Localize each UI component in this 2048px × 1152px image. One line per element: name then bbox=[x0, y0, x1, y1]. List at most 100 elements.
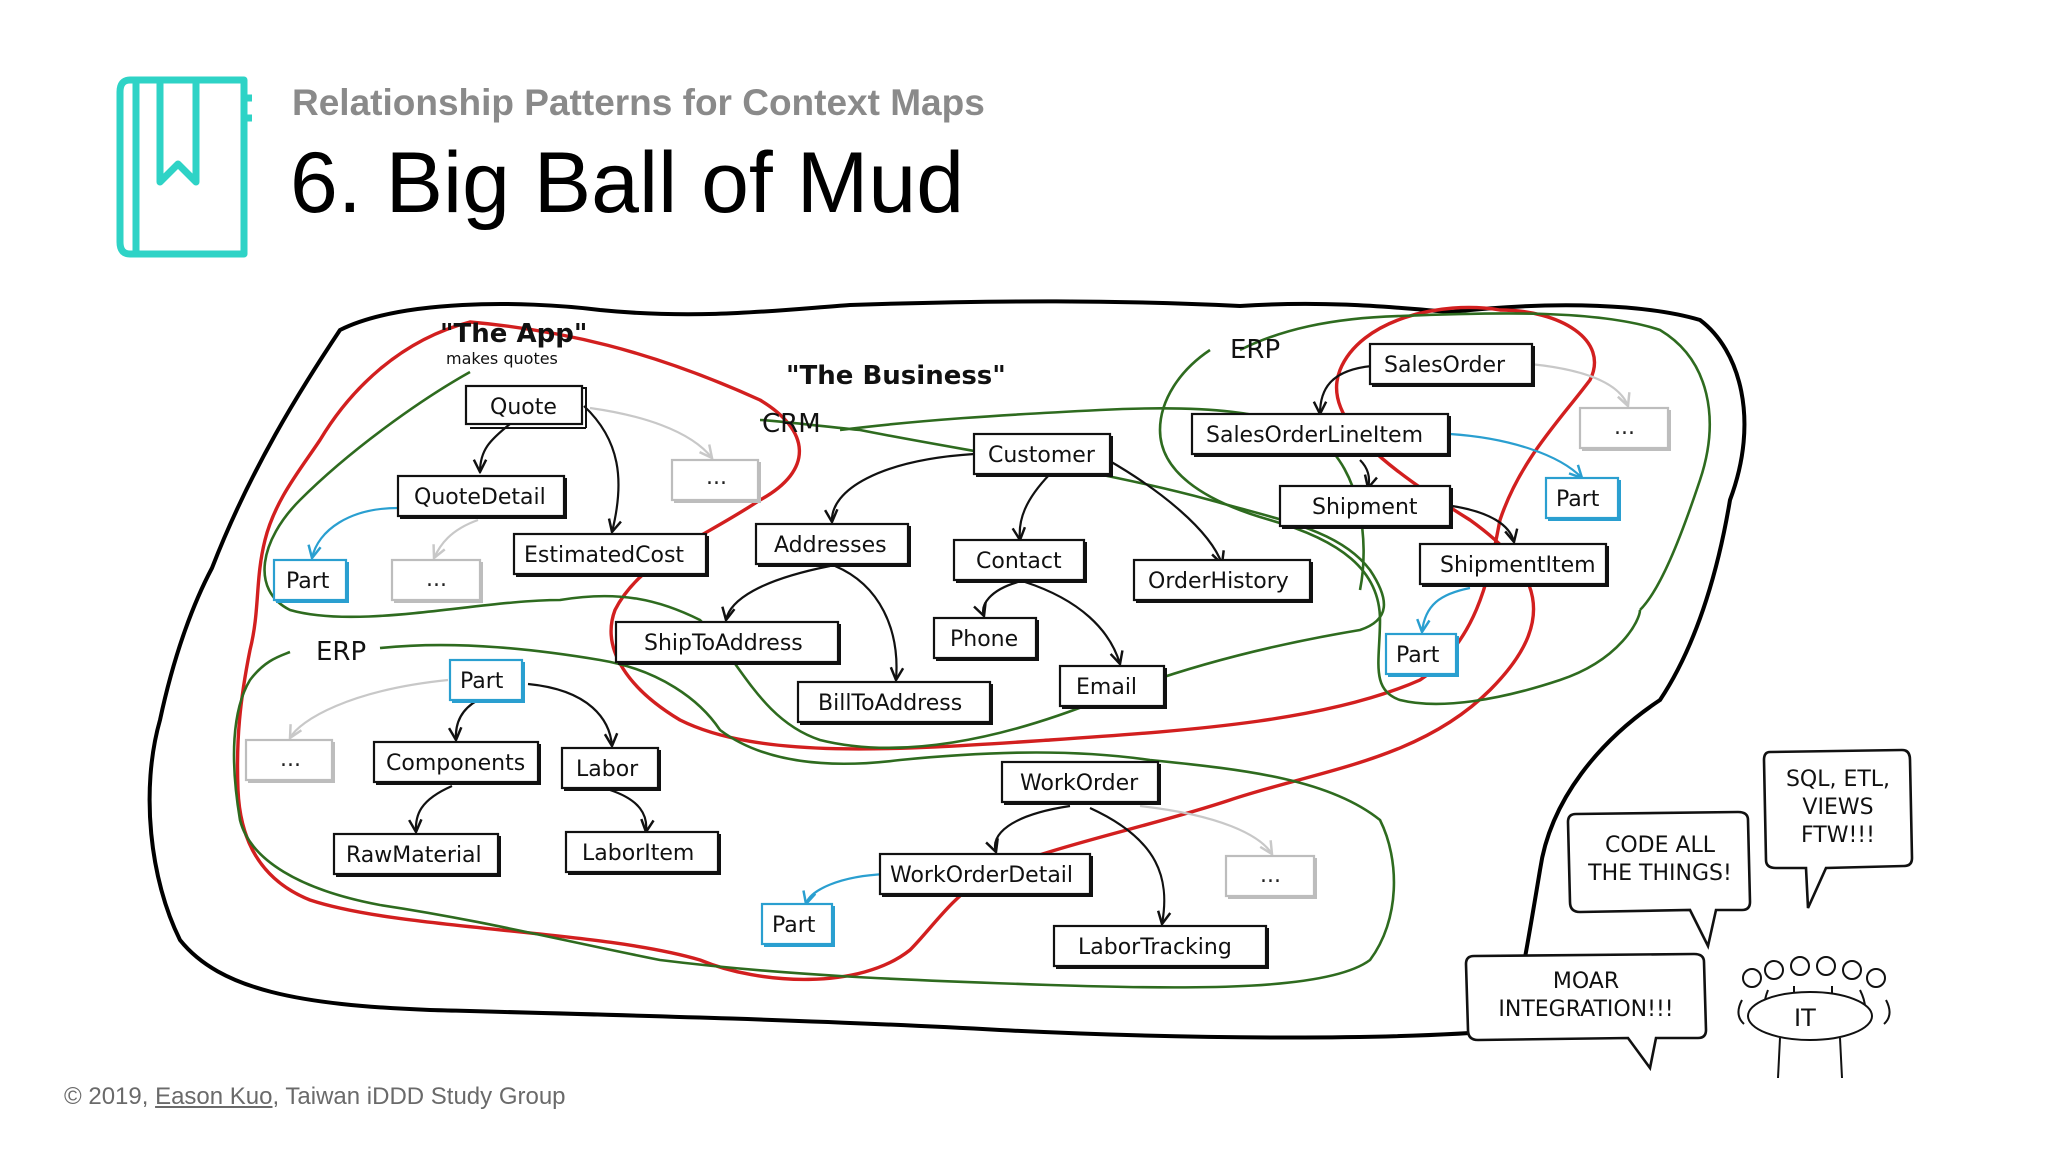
edges bbox=[290, 362, 1628, 924]
node-bill-to-address: BillToAddress bbox=[796, 680, 993, 725]
svg-text:Part: Part bbox=[1556, 487, 1600, 512]
node-labor-tracking: LaborTracking bbox=[1052, 924, 1269, 969]
svg-text:...: ... bbox=[706, 465, 727, 490]
edge-customer-contact bbox=[1020, 473, 1051, 540]
node-part-app: Part bbox=[272, 558, 349, 603]
node-estimated-cost: EstimatedCost bbox=[512, 532, 709, 577]
edge-so-ellipsis bbox=[1529, 362, 1628, 406]
svg-text:QuoteDetail: QuoteDetail bbox=[414, 485, 546, 510]
edge-addresses-bill bbox=[834, 564, 896, 680]
copyright-text: © 2019, bbox=[64, 1083, 156, 1110]
edge-part-labor bbox=[527, 682, 612, 746]
node-raw-material: RawMaterial bbox=[332, 832, 501, 877]
svg-text:SQL, ETL,: SQL, ETL, bbox=[1786, 767, 1890, 792]
edge-customer-history bbox=[1107, 459, 1222, 564]
page-subtitle: Relationship Patterns for Context Maps bbox=[292, 82, 985, 123]
node-part-work: Part bbox=[760, 902, 835, 947]
it-team-illustration bbox=[1737, 956, 1891, 1079]
node-work-order: WorkOrder bbox=[1000, 760, 1161, 805]
node-ellipsis-app-2: ... bbox=[390, 558, 483, 603]
node-part-erp-2: Part bbox=[1384, 632, 1459, 677]
crm-region-label: CRM bbox=[762, 409, 821, 439]
svg-text:THE THINGS!: THE THINGS! bbox=[1587, 861, 1732, 886]
erp-left-region-label: ERP bbox=[316, 637, 366, 667]
speech-bubble-code: CODE ALL THE THINGS! bbox=[1566, 810, 1752, 950]
svg-text:Quote: Quote bbox=[490, 395, 557, 420]
edge-addresses-ship bbox=[726, 564, 831, 620]
edge-quote-ellipsis bbox=[589, 406, 712, 458]
edge-work-ellipsis bbox=[1139, 804, 1272, 854]
author-link[interactable]: Eason Kuo bbox=[155, 1083, 273, 1110]
svg-text:ShipmentItem: ShipmentItem bbox=[1440, 553, 1596, 578]
business-region-title: "The Business" bbox=[786, 361, 1006, 391]
svg-text:Labor: Labor bbox=[576, 757, 639, 782]
svg-text:INTEGRATION!!!: INTEGRATION!!! bbox=[1498, 997, 1673, 1022]
svg-text:RawMaterial: RawMaterial bbox=[346, 843, 482, 868]
svg-text:WorkOrderDetail: WorkOrderDetail bbox=[890, 863, 1073, 888]
edge-so-line bbox=[1320, 364, 1373, 414]
edge-components-raw bbox=[416, 784, 453, 832]
svg-text:BillToAddress: BillToAddress bbox=[818, 691, 962, 716]
svg-text:Phone: Phone bbox=[950, 627, 1018, 652]
svg-text:Part: Part bbox=[286, 569, 330, 594]
edge-shipment-item bbox=[1451, 504, 1514, 542]
node-sales-order: SalesOrder bbox=[1368, 342, 1535, 387]
node-components: Components bbox=[372, 740, 541, 785]
erp-top-boundary bbox=[1158, 312, 1711, 706]
edge-quote-detail bbox=[480, 423, 511, 472]
node-shipment-item: ShipmentItem bbox=[1418, 542, 1609, 587]
edge-detail-part bbox=[312, 506, 399, 558]
app-region-subtitle: makes quotes bbox=[446, 349, 558, 368]
svg-text:...: ... bbox=[426, 567, 447, 592]
svg-text:FTW!!!: FTW!!! bbox=[1801, 823, 1875, 848]
svg-text:WorkOrder: WorkOrder bbox=[1020, 771, 1139, 796]
node-order-history: OrderHistory bbox=[1132, 558, 1313, 603]
edge-work-detail bbox=[995, 804, 1071, 852]
mud-outline bbox=[147, 299, 1747, 1040]
edge-customer-addresses bbox=[832, 452, 975, 522]
erp-left-boundary bbox=[232, 643, 1396, 989]
svg-text:CODE ALL: CODE ALL bbox=[1605, 833, 1716, 858]
node-ellipsis-left: ... bbox=[244, 738, 335, 783]
app-region-title: "The App" bbox=[440, 319, 587, 349]
svg-text:Part: Part bbox=[1396, 643, 1440, 668]
it-table-label: IT bbox=[1794, 1004, 1816, 1032]
svg-text:Addresses: Addresses bbox=[774, 533, 887, 558]
speech-bubble-moar: MOAR INTEGRATION!!! bbox=[1464, 952, 1708, 1072]
svg-text:Contact: Contact bbox=[976, 549, 1062, 574]
svg-text:Customer: Customer bbox=[988, 443, 1096, 468]
copyright-footer: © 2019, Eason Kuo, Taiwan iDDD Study Gro… bbox=[64, 1083, 566, 1111]
edge-work-tracking bbox=[1089, 806, 1164, 924]
node-part-left: Part bbox=[448, 658, 525, 703]
edge-detail-ellipsis bbox=[434, 518, 479, 558]
node-email: Email bbox=[1058, 664, 1167, 709]
svg-text:LaborTracking: LaborTracking bbox=[1078, 935, 1232, 960]
node-ellipsis-erp: ... bbox=[1578, 406, 1671, 451]
node-customer: Customer bbox=[972, 432, 1113, 477]
book-bookmark-icon bbox=[116, 76, 252, 258]
svg-text:Shipment: Shipment bbox=[1312, 495, 1418, 520]
edge-part-components bbox=[456, 699, 479, 740]
node-contact: Contact bbox=[952, 538, 1087, 583]
svg-text:OrderHistory: OrderHistory bbox=[1148, 569, 1289, 594]
edge-labor-item bbox=[609, 788, 646, 832]
svg-text:SalesOrderLineItem: SalesOrderLineItem bbox=[1206, 423, 1423, 448]
edge-part-ellipsis bbox=[290, 678, 449, 738]
edge-contact-phone bbox=[983, 580, 1019, 616]
svg-text:ShipToAddress: ShipToAddress bbox=[644, 631, 803, 656]
svg-text:...: ... bbox=[280, 747, 301, 772]
node-part-erp-1: Part bbox=[1544, 476, 1621, 521]
svg-text:MOAR: MOAR bbox=[1553, 969, 1619, 994]
group-text: , Taiwan iDDD Study Group bbox=[272, 1083, 566, 1110]
svg-text:Part: Part bbox=[772, 913, 816, 938]
svg-text:LaborItem: LaborItem bbox=[582, 841, 694, 866]
node-work-order-detail: WorkOrderDetail bbox=[878, 852, 1093, 897]
node-quote: Quote bbox=[464, 384, 587, 429]
node-labor-item: LaborItem bbox=[564, 830, 721, 875]
svg-text:Components: Components bbox=[386, 751, 525, 776]
speech-bubble-sql: SQL, ETL, VIEWS FTW!!! bbox=[1762, 748, 1914, 909]
edge-detail-part-work bbox=[806, 872, 887, 904]
node-addresses: Addresses bbox=[754, 522, 911, 567]
edge-line-shipment bbox=[1359, 459, 1369, 488]
